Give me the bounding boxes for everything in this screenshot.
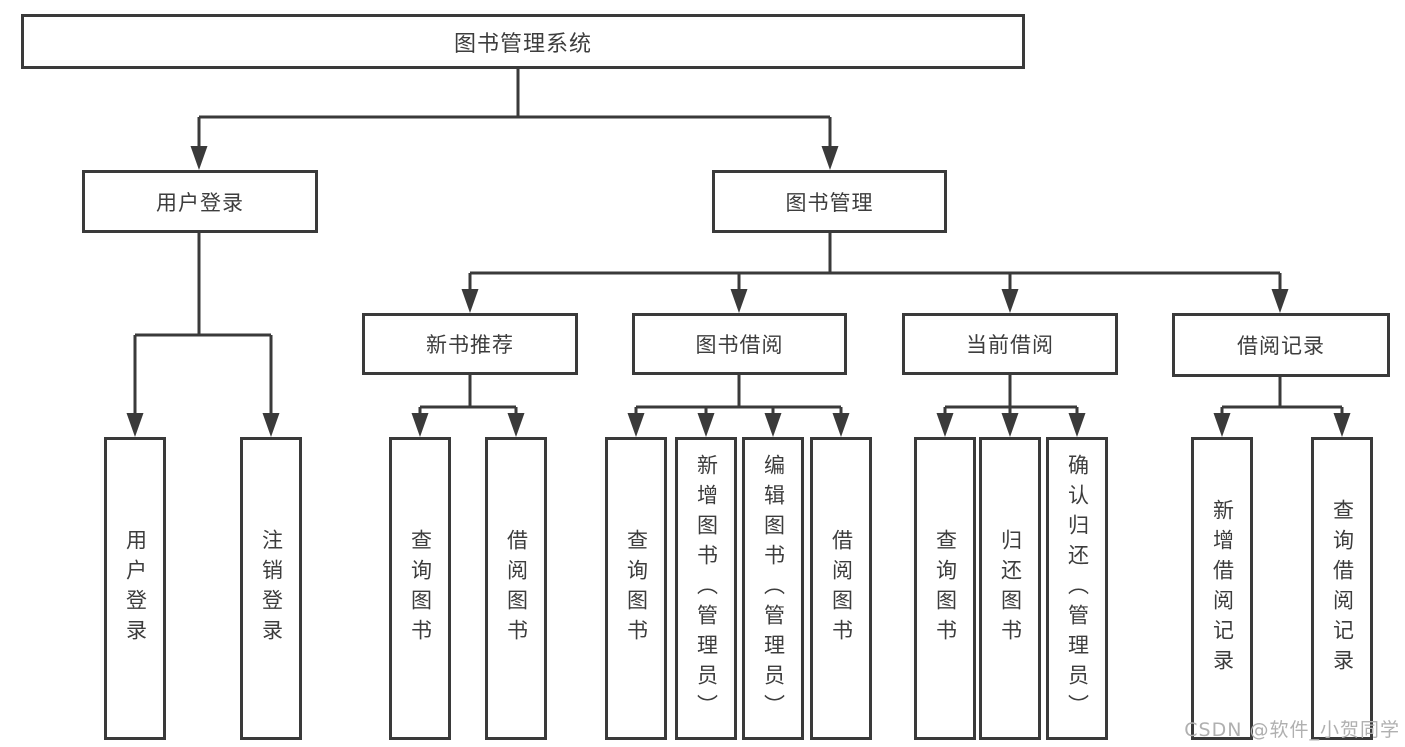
leaf-confirm-return-admin-label: 确认归还（管理员） [1065,453,1090,724]
node-current-borrowing: 当前借阅 [902,313,1118,375]
leaf-edit-books-admin: 编辑图书（管理员） [742,437,804,740]
leaf-borrowing-query-books: 查询图书 [605,437,667,740]
leaf-add-borrow-record-label: 新增借阅记录 [1210,498,1235,679]
node-user-login-label: 用户登录 [156,190,244,215]
node-new-book-recommend: 新书推荐 [362,313,578,375]
leaf-return-books: 归还图书 [979,437,1041,740]
leaf-edit-books-admin-label: 编辑图书（管理员） [761,453,786,724]
node-book-borrowing-label: 图书借阅 [695,333,784,357]
node-borrowing-records: 借阅记录 [1172,313,1390,377]
leaf-logout: 注销登录 [240,437,302,740]
leaf-add-books-admin-label: 新增图书（管理员） [694,453,719,724]
leaf-user-login: 用户登录 [104,437,166,740]
leaf-query-borrow-record: 查询借阅记录 [1311,437,1373,740]
leaf-confirm-return-admin: 确认归还（管理员） [1046,437,1108,740]
leaf-add-borrow-record: 新增借阅记录 [1191,437,1253,740]
node-current-borrowing-label: 当前借阅 [966,333,1054,357]
leaf-user-login-label: 用户登录 [123,528,148,649]
leaf-newbook-query-books: 查询图书 [389,437,451,740]
leaf-borrow-books-label: 借阅图书 [829,528,854,649]
leaf-borrowing-query-books-label: 查询图书 [624,528,649,649]
leaf-newbook-query-books-label: 查询图书 [408,528,433,649]
leaf-newbook-borrow-books-label: 借阅图书 [504,528,529,649]
node-new-book-recommend-label: 新书推荐 [426,333,514,357]
leaf-newbook-borrow-books: 借阅图书 [485,437,547,740]
node-root-system: 图书管理系统 [21,14,1025,69]
leaf-current-query-books-label: 查询图书 [933,528,958,649]
node-book-borrowing: 图书借阅 [632,313,847,375]
leaf-query-borrow-record-label: 查询借阅记录 [1330,498,1355,679]
node-book-management-label: 图书管理 [785,190,874,215]
leaf-logout-label: 注销登录 [259,528,284,649]
node-borrowing-records-label: 借阅记录 [1237,334,1325,358]
leaf-add-books-admin: 新增图书（管理员） [675,437,737,740]
leaf-borrow-books: 借阅图书 [810,437,872,740]
node-root-label: 图书管理系统 [453,31,592,57]
node-user-login: 用户登录 [82,170,318,233]
leaf-current-query-books: 查询图书 [914,437,976,740]
csdn-watermark: CSDN @软件_小贺同学 [1184,719,1400,741]
leaf-return-books-label: 归还图书 [998,528,1023,649]
node-book-management: 图书管理 [712,170,947,233]
